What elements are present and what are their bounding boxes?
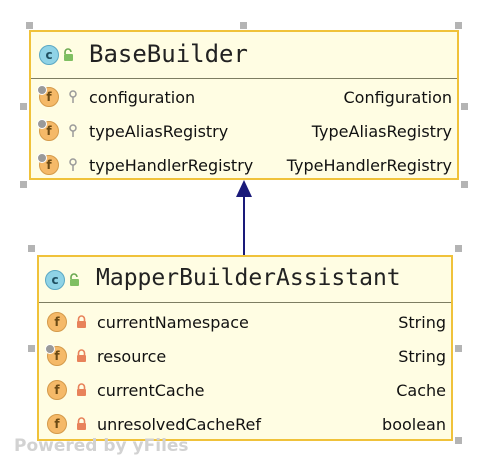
field-name: unresolvedCacheRef	[97, 415, 262, 434]
field-name: currentNamespace	[97, 313, 249, 332]
pin-dot-icon	[37, 119, 47, 129]
lock-icon	[77, 315, 86, 328]
field-type: Configuration	[343, 88, 452, 107]
unlock-icon	[70, 273, 79, 286]
key-icon	[69, 90, 77, 103]
lock-icon	[77, 383, 86, 396]
unlock-icon	[64, 48, 73, 61]
field-name: currentCache	[97, 381, 205, 400]
selection-handle[interactable]	[455, 245, 462, 252]
selection-handle[interactable]	[455, 22, 462, 29]
field-row[interactable]: f currentNamespace String	[39, 305, 451, 339]
field-row[interactable]: f configuration Configuration	[31, 80, 457, 114]
field-row[interactable]: f typeHandlerRegistry TypeHandlerRegistr…	[31, 148, 457, 182]
lock-icon	[77, 349, 86, 362]
pin-dot-icon	[37, 153, 47, 163]
selection-handle[interactable]	[28, 245, 35, 252]
field-name: typeHandlerRegistry	[89, 156, 254, 175]
field-name: typeAliasRegistry	[89, 122, 229, 141]
field-f-icon: f	[47, 312, 67, 332]
selection-handle[interactable]	[455, 345, 462, 352]
field-type: TypeAliasRegistry	[311, 122, 452, 141]
pin-dot-icon	[45, 344, 55, 354]
class-c-icon: c	[45, 270, 65, 290]
field-type: TypeHandlerRegistry	[286, 156, 452, 175]
lock-icon	[77, 417, 86, 430]
class-header: c BaseBuilder	[31, 32, 457, 79]
field-name: configuration	[89, 88, 196, 107]
field-f-icon: f	[45, 344, 67, 366]
field-type: String	[398, 313, 446, 332]
selection-handle[interactable]	[20, 103, 27, 110]
field-row[interactable]: f currentCache Cache	[39, 373, 451, 407]
field-type: Cache	[396, 381, 446, 400]
selection-handle[interactable]	[455, 437, 462, 444]
class-node-mapperbuilderassistant[interactable]: c MapperBuilderAssistant f currentNamesp…	[37, 255, 453, 441]
selection-handle[interactable]	[461, 103, 468, 110]
class-node-basebuilder[interactable]: c BaseBuilder f configuration Configurat…	[29, 30, 459, 180]
field-row[interactable]: f unresolvedCacheRef boolean	[39, 407, 451, 441]
field-f-icon: f	[47, 380, 67, 400]
field-row[interactable]: f resource String	[39, 339, 451, 373]
class-title: MapperBuilderAssistant	[96, 265, 401, 291]
field-f-icon: f	[37, 85, 59, 107]
field-type: boolean	[382, 415, 446, 434]
selection-handle[interactable]	[461, 181, 468, 188]
inheritance-arrowhead	[236, 180, 252, 197]
yfiles-watermark: Powered by yFiles	[14, 436, 189, 456]
selection-handle[interactable]	[240, 22, 247, 29]
class-c-icon: c	[39, 45, 59, 65]
key-icon	[69, 158, 77, 171]
field-f-icon: f	[47, 414, 67, 434]
field-f-icon: f	[37, 119, 59, 141]
field-row[interactable]: f typeAliasRegistry TypeAliasRegistry	[31, 114, 457, 148]
class-header: c MapperBuilderAssistant	[39, 257, 451, 303]
selection-handle[interactable]	[28, 345, 35, 352]
key-icon	[69, 124, 77, 137]
selection-handle[interactable]	[26, 22, 33, 29]
field-name: resource	[97, 347, 167, 366]
pin-dot-icon	[37, 85, 47, 95]
field-type: String	[398, 347, 446, 366]
selection-handle[interactable]	[20, 181, 27, 188]
class-title: BaseBuilder	[89, 40, 248, 68]
field-f-icon: f	[37, 153, 59, 175]
